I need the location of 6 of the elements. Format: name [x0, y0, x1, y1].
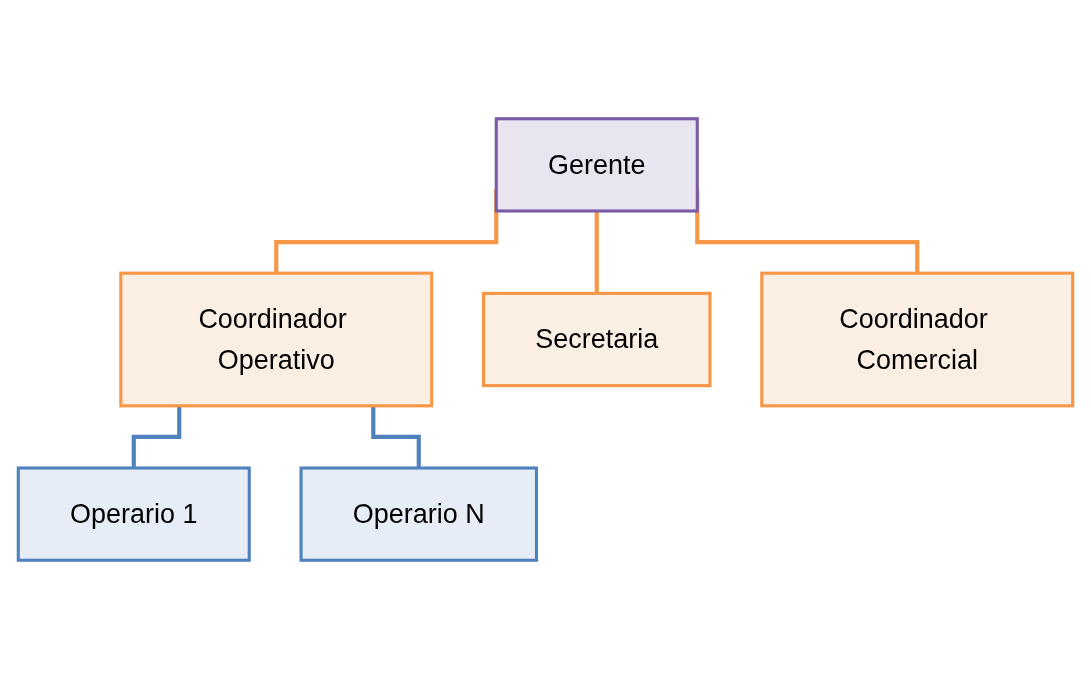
node-box: Coordinador Operativo [119, 271, 434, 408]
node-box: Operario N [299, 466, 539, 562]
node-box: Secretaria [482, 291, 712, 388]
node-box: Gerente [494, 117, 699, 213]
node-box: Coordinador Comercial [760, 271, 1075, 408]
node-box: Operario 1 [16, 466, 251, 562]
